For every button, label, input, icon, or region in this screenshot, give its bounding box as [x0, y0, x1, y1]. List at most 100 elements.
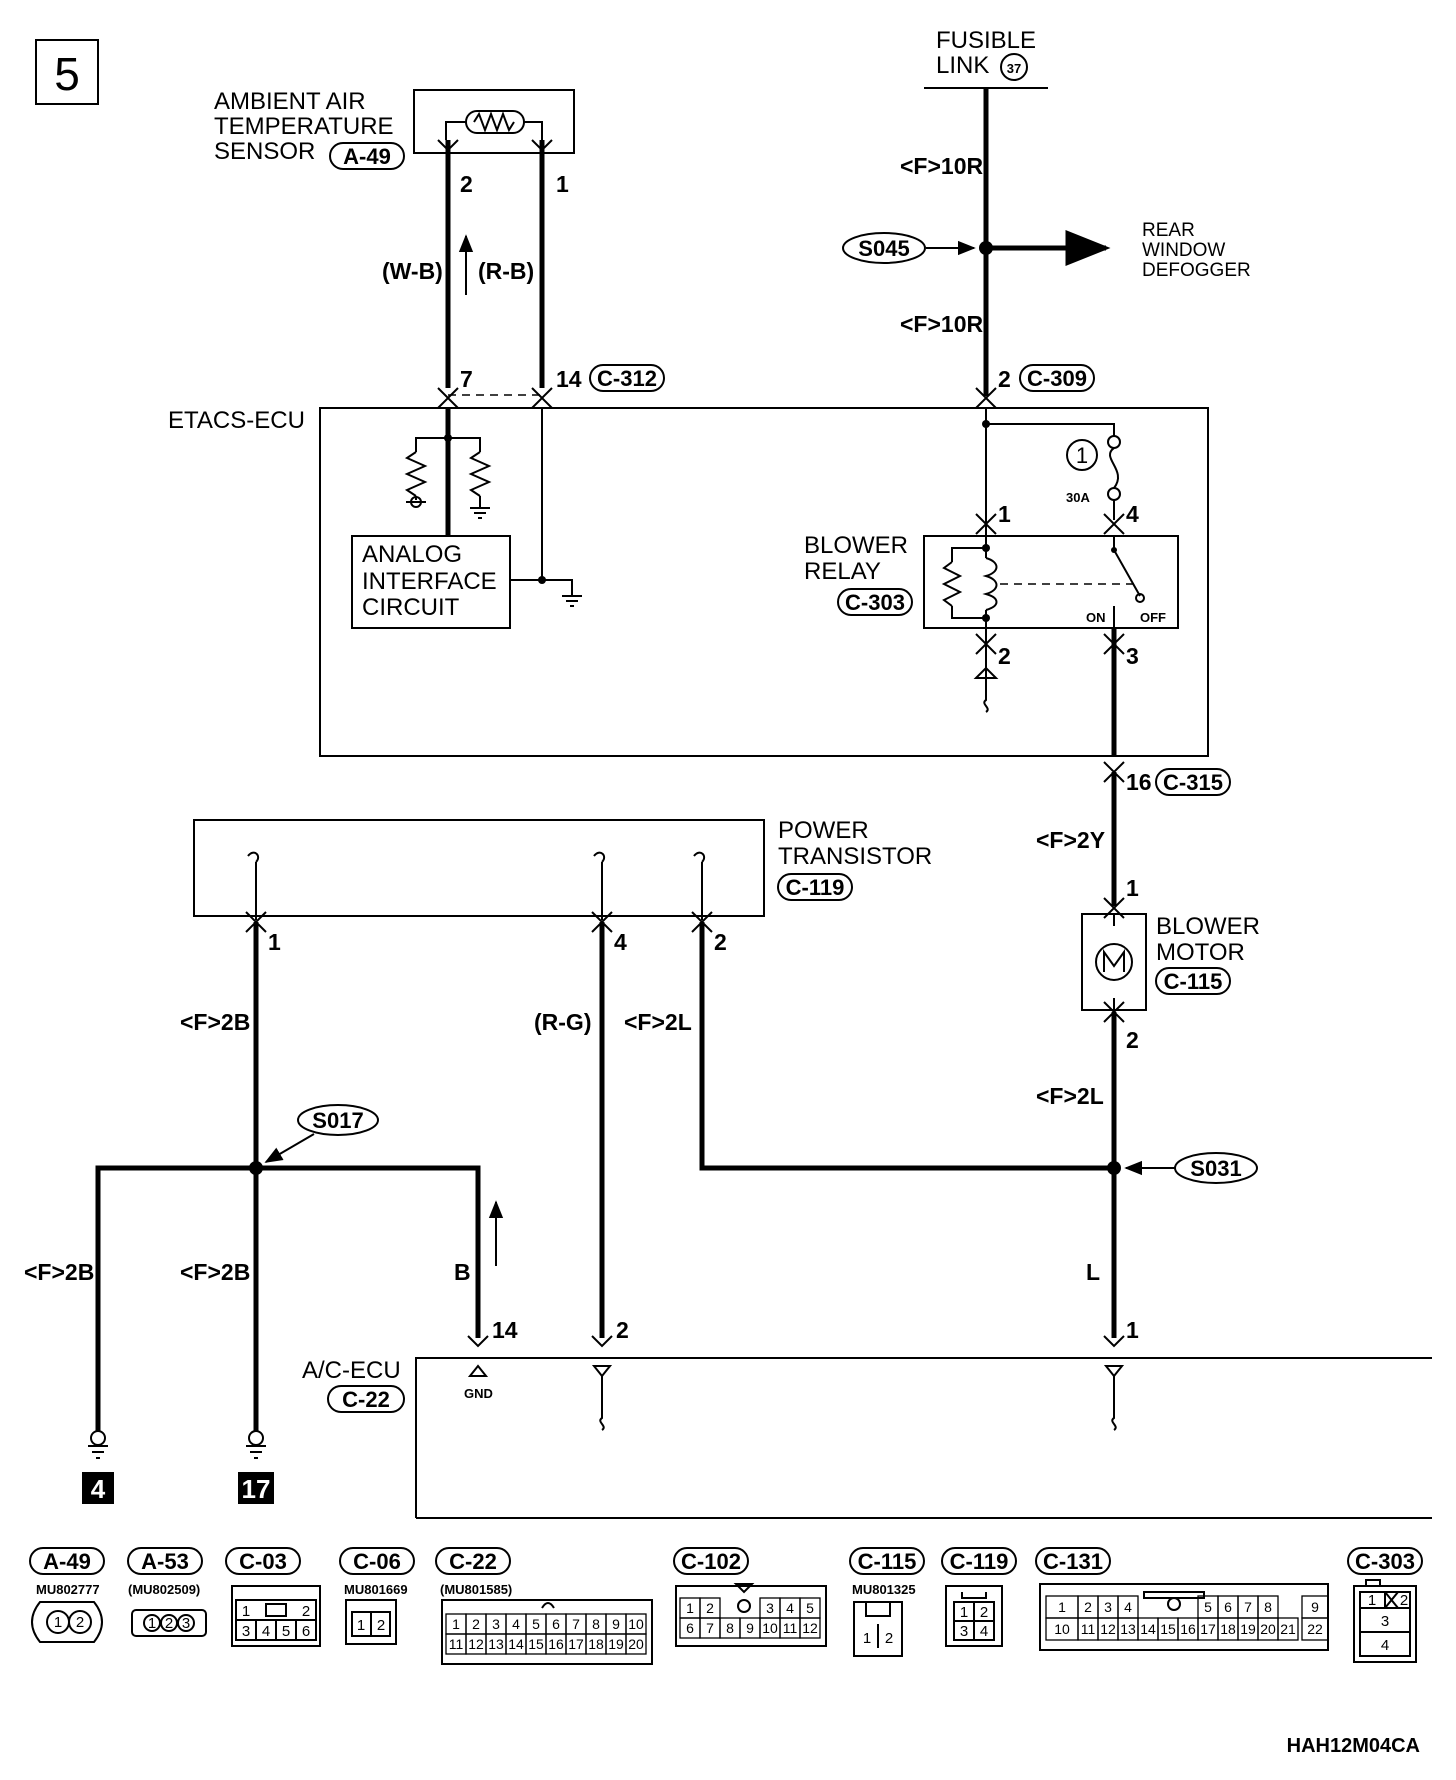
- blower-relay-line2: RELAY: [804, 558, 881, 585]
- relay-coil-icon: [982, 557, 998, 611]
- etacs-pin-7: 7: [460, 366, 473, 392]
- wire-label-2y: <F>2Y: [1036, 827, 1105, 853]
- ground-point-left: 4: [82, 1430, 114, 1504]
- motor-pin-2: 2: [1126, 1027, 1139, 1053]
- connector-c03: C-03 1 2 3 4 5 6: [225, 1547, 321, 1647]
- c309-id: C-309: [1027, 366, 1087, 391]
- pin-number: 16: [1180, 1621, 1196, 1637]
- svg-text:1: 1: [148, 1615, 156, 1632]
- pin-number: 17: [568, 1636, 584, 1652]
- svg-text:2: 2: [302, 1603, 310, 1620]
- connector-c115: C-115 MU801325 1 2: [849, 1547, 925, 1657]
- c312-tag: [589, 364, 665, 392]
- analog-line3: CIRCUIT: [362, 594, 460, 621]
- svg-text:2: 2: [76, 1614, 84, 1631]
- blower-motor: BLOWER MOTOR C-115: [1081, 913, 1260, 1011]
- connector-c119: C-119 1 2 3 4: [941, 1547, 1017, 1647]
- power-transistor-line1: POWER: [778, 817, 869, 844]
- pin-number: 17: [1200, 1621, 1216, 1637]
- etacs-ecu-box: [319, 407, 1209, 757]
- pin-number: 18: [588, 1636, 604, 1652]
- svg-text:C-303: C-303: [1355, 1549, 1415, 1574]
- pin-number: 19: [1240, 1621, 1256, 1637]
- pin-number: 8: [592, 1616, 600, 1632]
- ac-pin-2: 2: [616, 1317, 629, 1343]
- fuse-number-circle: [1066, 439, 1098, 471]
- relay-ground-icon: [976, 677, 996, 713]
- svg-text:5: 5: [282, 1623, 290, 1640]
- svg-text:2: 2: [980, 1604, 988, 1621]
- connector-a49: A-49 MU802777 1 2: [29, 1547, 105, 1643]
- pin-number: 6: [552, 1616, 560, 1632]
- sensor-label-line1: AMBIENT AIR: [214, 88, 366, 115]
- relay-off-label: OFF: [1140, 610, 1166, 625]
- relay-on-label: ON: [1086, 610, 1106, 625]
- pin-number: 4: [512, 1616, 520, 1632]
- svg-text:3: 3: [242, 1623, 250, 1640]
- wire-label-10r-upper: <F>10R: [900, 153, 983, 179]
- svg-text:C-03: C-03: [239, 1549, 287, 1574]
- connector-a53: A-53 (MU802509) 1 2 3: [127, 1547, 207, 1637]
- pin-number: 8: [726, 1620, 734, 1636]
- pin-number: 9: [746, 1620, 754, 1636]
- pin-number: 5: [532, 1616, 540, 1632]
- sensor-connector-id: A-49: [343, 144, 391, 169]
- c115-tag: [1155, 967, 1231, 995]
- pull-down-resistor: [468, 451, 492, 497]
- svg-text:MU801325: MU801325: [852, 1582, 916, 1597]
- pin-number: 9: [612, 1616, 620, 1632]
- svg-text:1: 1: [242, 1603, 250, 1620]
- pin-number: 14: [508, 1636, 524, 1652]
- pin-number: 7: [1244, 1599, 1252, 1615]
- svg-text:C-115: C-115: [858, 1549, 917, 1574]
- pin-number: 3: [1104, 1599, 1112, 1615]
- svg-text:1: 1: [54, 1614, 62, 1631]
- splice-s045-label: S045: [858, 236, 909, 261]
- pin-number: 4: [786, 1600, 794, 1616]
- relay-switch-icon: [1113, 536, 1141, 597]
- sensor-label-line2: TEMPERATURE: [214, 113, 394, 140]
- pin-number: 15: [528, 1636, 544, 1652]
- svg-text:2: 2: [885, 1630, 893, 1647]
- pin-number: 5: [1204, 1599, 1212, 1615]
- svg-text:1: 1: [960, 1604, 968, 1621]
- etacs-pin-16: 16: [1126, 769, 1152, 795]
- c22-tag: [327, 1385, 405, 1413]
- wire-label-2l-mid: <F>2L: [624, 1009, 692, 1035]
- pin-number: 4: [1124, 1599, 1132, 1615]
- c22-id: C-22: [342, 1387, 390, 1412]
- relay-pin-1: 1: [998, 501, 1011, 527]
- pin-number: 9: [1311, 1599, 1319, 1615]
- figure-code: HAH12M04CA: [1287, 1735, 1420, 1757]
- pin-number: 10: [762, 1620, 778, 1636]
- pin-number: 12: [1100, 1621, 1116, 1637]
- pin-number: 18: [1220, 1621, 1236, 1637]
- svg-text:(MU801585): (MU801585): [440, 1582, 512, 1597]
- wire-label-r-b: (R-B): [478, 258, 534, 284]
- c315-id: C-315: [1163, 770, 1223, 795]
- svg-text:3: 3: [1381, 1613, 1389, 1630]
- c119-id: C-119: [786, 875, 845, 900]
- etacs-ecu: ETACS-ECU ANALOG INTERFACE CIRCUIT 1 30A…: [168, 407, 1209, 757]
- svg-text:2: 2: [165, 1615, 173, 1632]
- wire-2b-ground-branch: [95, 1165, 481, 1432]
- wire-label-2b-center: <F>2B: [180, 1259, 250, 1285]
- pin-number: 21: [1280, 1621, 1296, 1637]
- pt-pin-4: 4: [614, 929, 627, 955]
- c303-tag: [837, 588, 913, 616]
- wire-label-2b-upper: <F>2B: [180, 1009, 250, 1035]
- pin-number: 6: [686, 1620, 694, 1636]
- pin-number: 12: [468, 1636, 484, 1652]
- svg-text:C-131: C-131: [1043, 1549, 1103, 1574]
- svg-text:C-102: C-102: [681, 1549, 741, 1574]
- c115-id: C-115: [1164, 969, 1223, 994]
- sensor-connector-tag: [329, 142, 405, 170]
- etacs-pin-2: 2: [998, 366, 1011, 392]
- pin-number: 7: [706, 1620, 714, 1636]
- svg-text:MU801669: MU801669: [344, 1582, 408, 1597]
- fusible-link-line2: LINK: [936, 52, 989, 79]
- c303-id: C-303: [845, 590, 905, 615]
- pin-number: 20: [1260, 1621, 1276, 1637]
- blower-relay-box: [923, 535, 1179, 629]
- svg-text:1: 1: [863, 1630, 871, 1647]
